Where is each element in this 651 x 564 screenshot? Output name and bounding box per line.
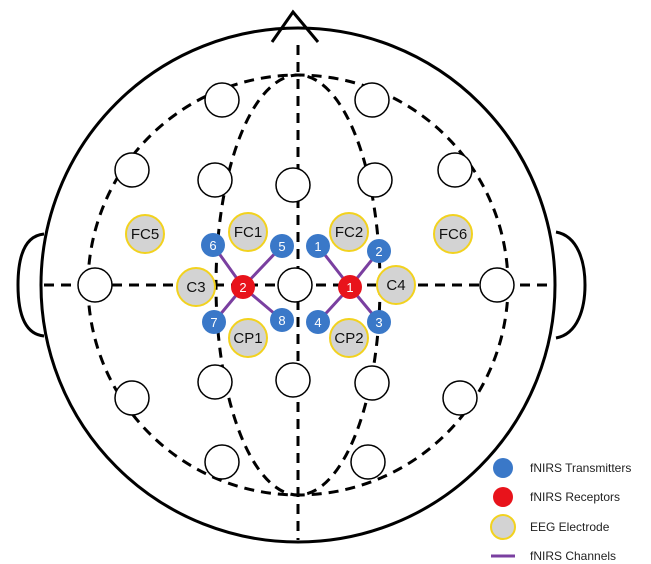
eeg-electrode-fc1: FC1 xyxy=(228,212,268,252)
empty-electrode xyxy=(350,444,386,480)
eeg-electrode-cp2: CP2 xyxy=(329,318,369,358)
empty-electrode xyxy=(275,167,311,203)
svg-text:FC5: FC5 xyxy=(131,226,159,243)
eeg-electrode-c3: C3 xyxy=(176,267,216,307)
svg-text:EEG Electrode: EEG Electrode xyxy=(530,520,610,534)
transmitter-1: 1 xyxy=(306,234,330,258)
svg-text:CP2: CP2 xyxy=(334,330,363,347)
svg-text:2: 2 xyxy=(239,280,246,295)
nose-icon xyxy=(270,9,320,43)
empty-electrode xyxy=(197,364,233,400)
eeg-electrode-cp1: CP1 xyxy=(228,318,268,358)
svg-text:C3: C3 xyxy=(186,279,205,296)
eeg-electrode-fc6: FC6 xyxy=(433,214,473,254)
transmitter-8: 8 xyxy=(270,308,294,332)
empty-electrode xyxy=(114,152,150,188)
empty-electrode xyxy=(275,362,311,398)
svg-text:6: 6 xyxy=(209,238,216,253)
transmitter-4: 4 xyxy=(306,310,330,334)
eeg-electrodes: FC5 FC1 FC2 FC6 C3 C4 CP1 CP2 xyxy=(125,212,473,358)
svg-text:5: 5 xyxy=(278,239,285,254)
empty-electrode xyxy=(357,162,393,198)
empty-electrode xyxy=(437,152,473,188)
svg-text:4: 4 xyxy=(314,315,321,330)
svg-text:C4: C4 xyxy=(386,277,405,294)
svg-text:8: 8 xyxy=(278,313,285,328)
empty-electrode xyxy=(204,444,240,480)
empty-electrode xyxy=(197,162,233,198)
empty-electrode xyxy=(204,82,240,118)
legend: fNIRS Transmitters fNIRS Receptors EEG E… xyxy=(490,458,631,563)
legend-item-receptors: fNIRS Receptors xyxy=(493,487,620,507)
legend-item-transmitters: fNIRS Transmitters xyxy=(493,458,631,478)
svg-text:FC2: FC2 xyxy=(335,224,363,241)
receptor-2: 2 xyxy=(231,275,255,299)
eeg-electrode-fc2: FC2 xyxy=(329,212,369,252)
empty-electrode xyxy=(77,267,113,303)
empty-electrode xyxy=(354,82,390,118)
transmitter-5: 5 xyxy=(270,234,294,258)
empty-electrode xyxy=(442,380,478,416)
svg-text:2: 2 xyxy=(375,244,382,259)
svg-text:fNIRS Receptors: fNIRS Receptors xyxy=(530,490,620,504)
svg-text:fNIRS Channels: fNIRS Channels xyxy=(530,549,616,563)
transmitter-6: 6 xyxy=(201,233,225,257)
empty-electrode xyxy=(479,267,515,303)
transmitter-3: 3 xyxy=(367,310,391,334)
legend-item-eeg: EEG Electrode xyxy=(490,514,610,540)
fnirs-transmitters: 6 5 1 2 7 8 4 3 xyxy=(201,233,391,334)
transmitter-icon xyxy=(493,458,513,478)
svg-text:1: 1 xyxy=(314,239,321,254)
svg-text:FC1: FC1 xyxy=(234,224,262,241)
fnirs-receptors: 2 1 xyxy=(231,275,362,299)
svg-text:3: 3 xyxy=(375,315,382,330)
legend-item-channels: fNIRS Channels xyxy=(491,549,616,563)
receptor-1: 1 xyxy=(338,275,362,299)
right-ear xyxy=(555,230,587,340)
receptor-icon xyxy=(493,487,513,507)
svg-text:CP1: CP1 xyxy=(233,330,262,347)
empty-electrode xyxy=(354,365,390,401)
empty-electrodes xyxy=(77,82,515,480)
eeg-electrode-c4: C4 xyxy=(376,265,416,305)
svg-text:1: 1 xyxy=(346,280,353,295)
empty-electrode xyxy=(114,380,150,416)
transmitter-2: 2 xyxy=(367,239,391,263)
left-ear xyxy=(16,232,45,338)
eeg-electrode-icon xyxy=(490,514,516,540)
empty-electrode xyxy=(277,267,313,303)
svg-text:fNIRS Transmitters: fNIRS Transmitters xyxy=(530,461,631,475)
svg-text:FC6: FC6 xyxy=(439,226,467,243)
eeg-electrode-fc5: FC5 xyxy=(125,214,165,254)
transmitter-7: 7 xyxy=(202,310,226,334)
svg-text:7: 7 xyxy=(210,315,217,330)
